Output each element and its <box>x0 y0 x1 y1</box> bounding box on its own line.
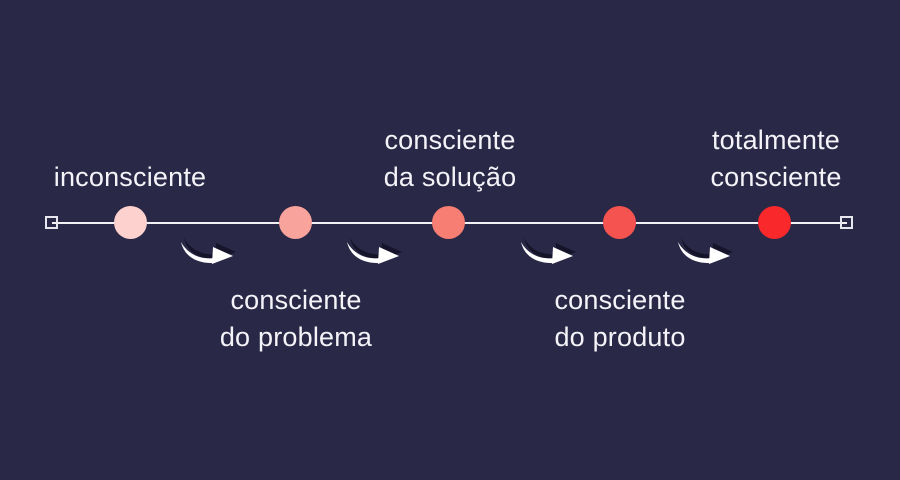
stage-dot-inconsciente <box>114 206 147 239</box>
stage-label-line: consciente <box>384 125 516 155</box>
stage-dot-consciente-do-problema <box>279 206 312 239</box>
stage-dot-consciente-do-produto <box>603 206 636 239</box>
curved-arrow-icon-2 <box>347 238 402 264</box>
stage-label-totalmente-consciente: totalmente consciente <box>656 122 896 196</box>
stage-label-consciente-do-problema: consciente do problema <box>176 282 416 356</box>
timeline-endpoint-right-square <box>840 216 853 229</box>
stage-dot-totalmente-consciente <box>758 206 791 239</box>
stage-label-consciente-do-produto: consciente do produto <box>500 282 740 356</box>
stage-label-line: inconsciente <box>53 162 207 192</box>
stage-label-consciente-da-solucao: consciente da solução <box>330 122 570 196</box>
stage-label-line: da solução <box>383 162 517 192</box>
curved-arrow-icon-4 <box>678 238 733 264</box>
stage-label-line: do produto <box>554 322 686 352</box>
stage-dot-consciente-da-solucao <box>432 206 465 239</box>
arrow-body <box>678 242 730 264</box>
stage-label-line: consciente <box>710 162 842 192</box>
arrow-body <box>181 242 233 264</box>
timeline-endpoint-left-square <box>45 216 58 229</box>
stage-label-line: do problema <box>219 322 373 352</box>
stage-label-line: consciente <box>230 285 362 315</box>
curved-arrow-icon-1 <box>181 238 236 264</box>
arrow-body <box>347 242 399 264</box>
stage-label-line: consciente <box>554 285 686 315</box>
arrow-body <box>521 242 573 264</box>
stage-label-inconsciente: inconsciente <box>10 159 250 196</box>
curved-arrow-icon-3 <box>521 238 576 264</box>
stage-label-line: totalmente <box>711 125 841 155</box>
